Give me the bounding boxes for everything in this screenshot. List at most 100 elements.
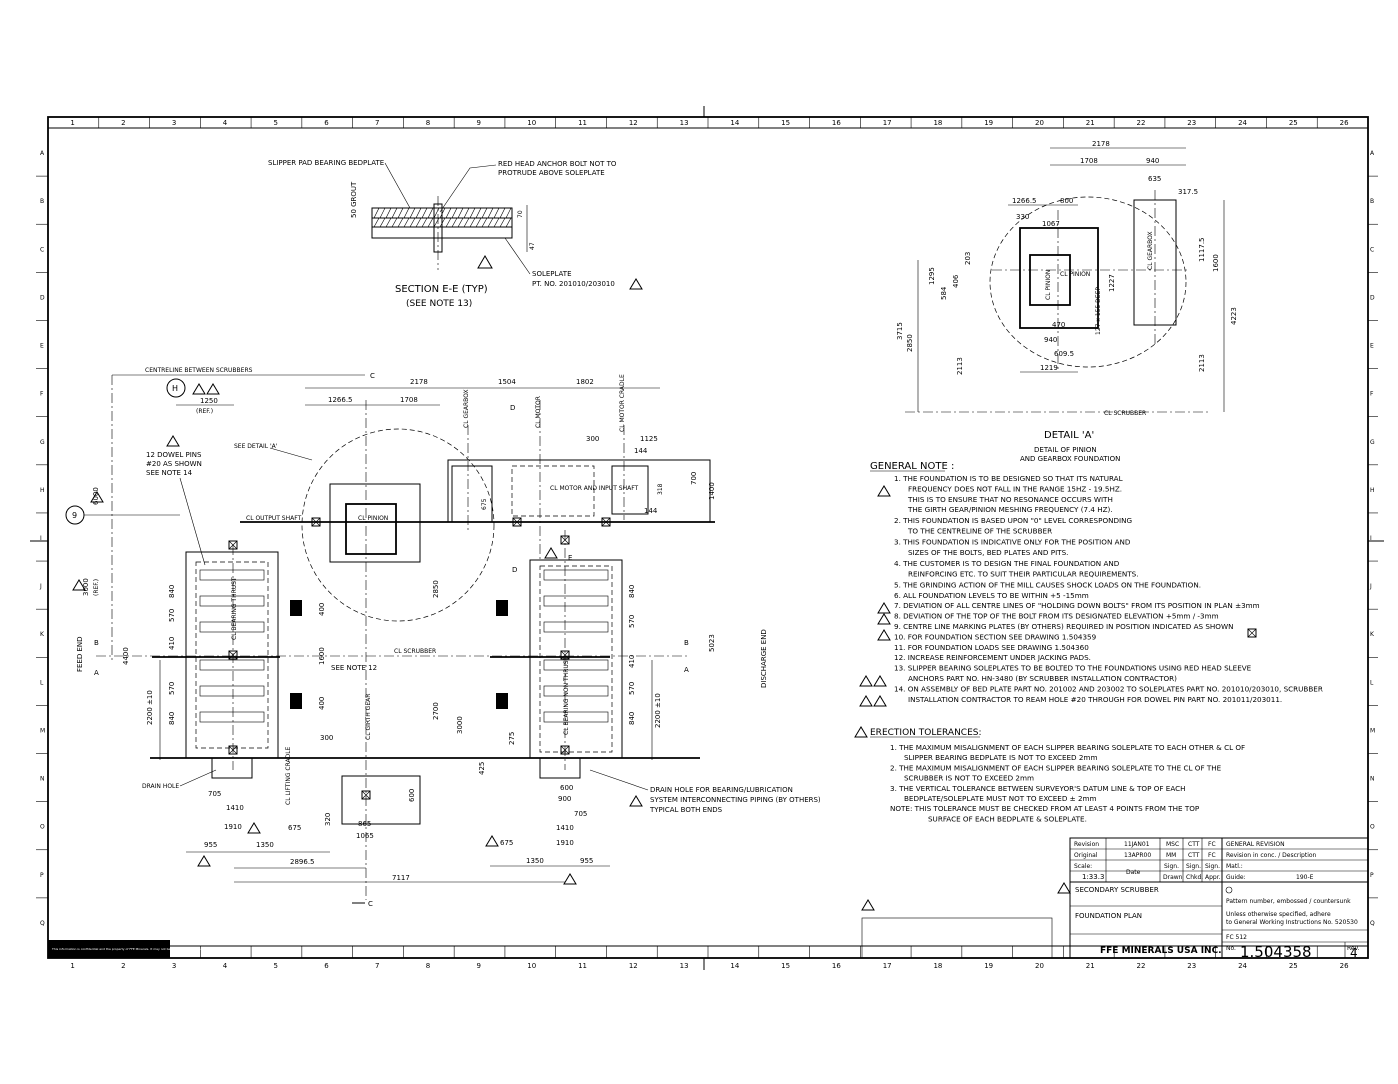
dim-3000: 3000 [82, 578, 90, 596]
dim-1350-a: 1350 [256, 841, 274, 849]
sign-2: Sign. [1186, 863, 1201, 870]
column-marker-bottom: 8 [426, 962, 430, 970]
rev-no-label: Rev. [1347, 945, 1360, 952]
revision-triangle-icon [197, 855, 211, 867]
column-marker-top: 10 [527, 119, 536, 127]
holding-down-bolt-icon [601, 517, 611, 527]
revision-triangle-icon [629, 795, 643, 807]
holding-down-bolt-icon [512, 517, 522, 527]
column-marker-bottom: 10 [527, 962, 536, 970]
dim-300-b: 300 [320, 734, 333, 742]
row-marker-right: E [1370, 343, 1374, 350]
cl-scrubber-plan: CL SCRUBBER [394, 648, 436, 655]
dim-4400: 4400 [122, 647, 130, 665]
section-b-left: B [94, 639, 99, 647]
holding-down-bolt-icon [560, 745, 570, 755]
dim-2850-plan: 2850 [432, 580, 440, 598]
dim-1708-plan: 1708 [400, 396, 418, 404]
row-marker-right: M [1370, 727, 1375, 734]
section-e-mark: E [568, 554, 572, 562]
dim-1227: 1227 [1108, 274, 1116, 292]
revision-triangle-icon [873, 675, 887, 687]
row-marker-right: N [1370, 776, 1375, 783]
column-marker-top: 17 [883, 119, 892, 127]
row-marker-left: P [40, 872, 44, 879]
cl-lifting-cradle-label: CL LIFTING CRADLE [285, 746, 292, 805]
row-marker-right: B [1370, 198, 1374, 205]
row-marker-left: M [40, 727, 45, 734]
dim-7117: 7117 [392, 874, 410, 882]
revision-triangle-icon [873, 695, 887, 707]
column-marker-bottom: 21 [1086, 962, 1095, 970]
confidential-block: This information is confidential and the… [48, 940, 249, 958]
general-notes: GENERAL NOTE : 1. THE FOUNDATION IS TO B… [854, 461, 1323, 823]
dim-1125: 1125 [640, 435, 658, 443]
row-marker-left: D [40, 294, 45, 301]
unless-1: Unless otherwise specified, adhere [1226, 911, 1331, 918]
row-marker-right: C [1370, 246, 1374, 253]
row-marker-left: C [40, 246, 44, 253]
rev-desc: GENERAL REVISION [1226, 841, 1285, 848]
general-note-line: ANCHORS PART NO. HN-3480 (BY SCRUBBER IN… [908, 674, 1177, 683]
general-note-line: 5. THE GRINDING ACTION OF THE MILL CAUSE… [894, 580, 1201, 589]
dim-1910-a: 1910 [224, 823, 242, 831]
revision-triangle-icon [563, 873, 577, 885]
dim-570-c: 570 [628, 615, 636, 628]
column-marker-bottom: 25 [1289, 962, 1298, 970]
section-c-bottom: C [368, 900, 373, 908]
detail-a: 2178 1708 940 635 317.5 1266.5 800 330 1… [896, 140, 1238, 463]
revision-triangle-icon [877, 629, 891, 641]
row-marker-left: J [39, 583, 42, 590]
detail-a-sub2: AND GEARBOX FOUNDATION [1020, 455, 1120, 463]
holding-down-bolt-icon [560, 650, 570, 660]
column-marker-top: 6 [324, 119, 329, 127]
soleplate-slot [199, 595, 265, 607]
no-label: No. [1226, 945, 1236, 952]
row-marker-left: K [40, 631, 45, 638]
dim-2700: 2700 [432, 702, 440, 720]
pattern-text: Pattern number, embossed / countersunk [1226, 898, 1351, 905]
column-marker-bottom: 7 [375, 962, 379, 970]
dim-675-c: 675 [500, 839, 513, 847]
dim-1504: 1504 [498, 378, 516, 386]
column-marker-bottom: 15 [781, 962, 790, 970]
revision-triangle-icon [877, 613, 891, 625]
dim-3000-b: 3000 [456, 716, 464, 734]
unless-2: to General Working Instructions No. 5205… [1226, 919, 1358, 926]
column-marker-top: 1 [70, 119, 74, 127]
part-no-label: PT. NO. 201010/203010 [532, 280, 615, 288]
dim-5023: 5023 [708, 634, 716, 652]
dim-705-b: 705 [574, 810, 587, 818]
general-note-line: INSTALLATION CONTRACTOR TO REAM HOLE #20… [908, 695, 1282, 704]
deep-label: 127 x 155 DEEP [1095, 287, 1102, 335]
column-marker-bottom: 24 [1238, 962, 1247, 970]
detail-a-sub1: DETAIL OF PINION [1034, 446, 1097, 454]
anchor-label-1: RED HEAD ANCHOR BOLT NOT TO [498, 160, 617, 168]
column-marker-bottom: 26 [1340, 962, 1349, 970]
column-marker-top: 9 [477, 119, 481, 127]
holding-down-bolt-icon [361, 790, 371, 800]
dim-6000: 6000 [92, 487, 100, 505]
column-marker-top: 22 [1137, 119, 1146, 127]
general-note-line: 13. SLIPPER BEARING SOLEPLATES TO BE BOL… [894, 664, 1252, 673]
rev-c2: CTT [1188, 841, 1200, 848]
section-ee-subtitle: (SEE NOTE 13) [406, 299, 472, 309]
column-marker-bottom: 20 [1035, 962, 1044, 970]
dowel-note-1: 12 DOWEL PINS [146, 451, 202, 459]
dim-1600: 1600 [1212, 254, 1220, 272]
row-marker-left: B [40, 198, 44, 205]
revision-triangle-icon [485, 835, 499, 847]
dim-2113-b: 2113 [1198, 354, 1206, 372]
cl-pinion-label: CL PINION [1060, 271, 1090, 278]
soleplate-slot [199, 621, 265, 633]
holding-down-bolt-icon [560, 535, 570, 545]
erection-line: NOTE: THIS TOLERANCE MUST BE CHECKED FRO… [890, 804, 1200, 813]
column-marker-bottom: 16 [832, 962, 841, 970]
fc-code: FC 512 [1226, 934, 1247, 941]
drain-note-2: SYSTEM INTERCONNECTING PIPING (BY OTHERS… [650, 796, 821, 804]
dim-840-b: 840 [168, 712, 176, 725]
scale-label: Scale: [1074, 863, 1092, 870]
rev-c1: MSC [1166, 841, 1179, 848]
revision-triangle-icon [72, 579, 86, 591]
section-ee-title: SECTION E-E (TYP) [395, 284, 488, 295]
